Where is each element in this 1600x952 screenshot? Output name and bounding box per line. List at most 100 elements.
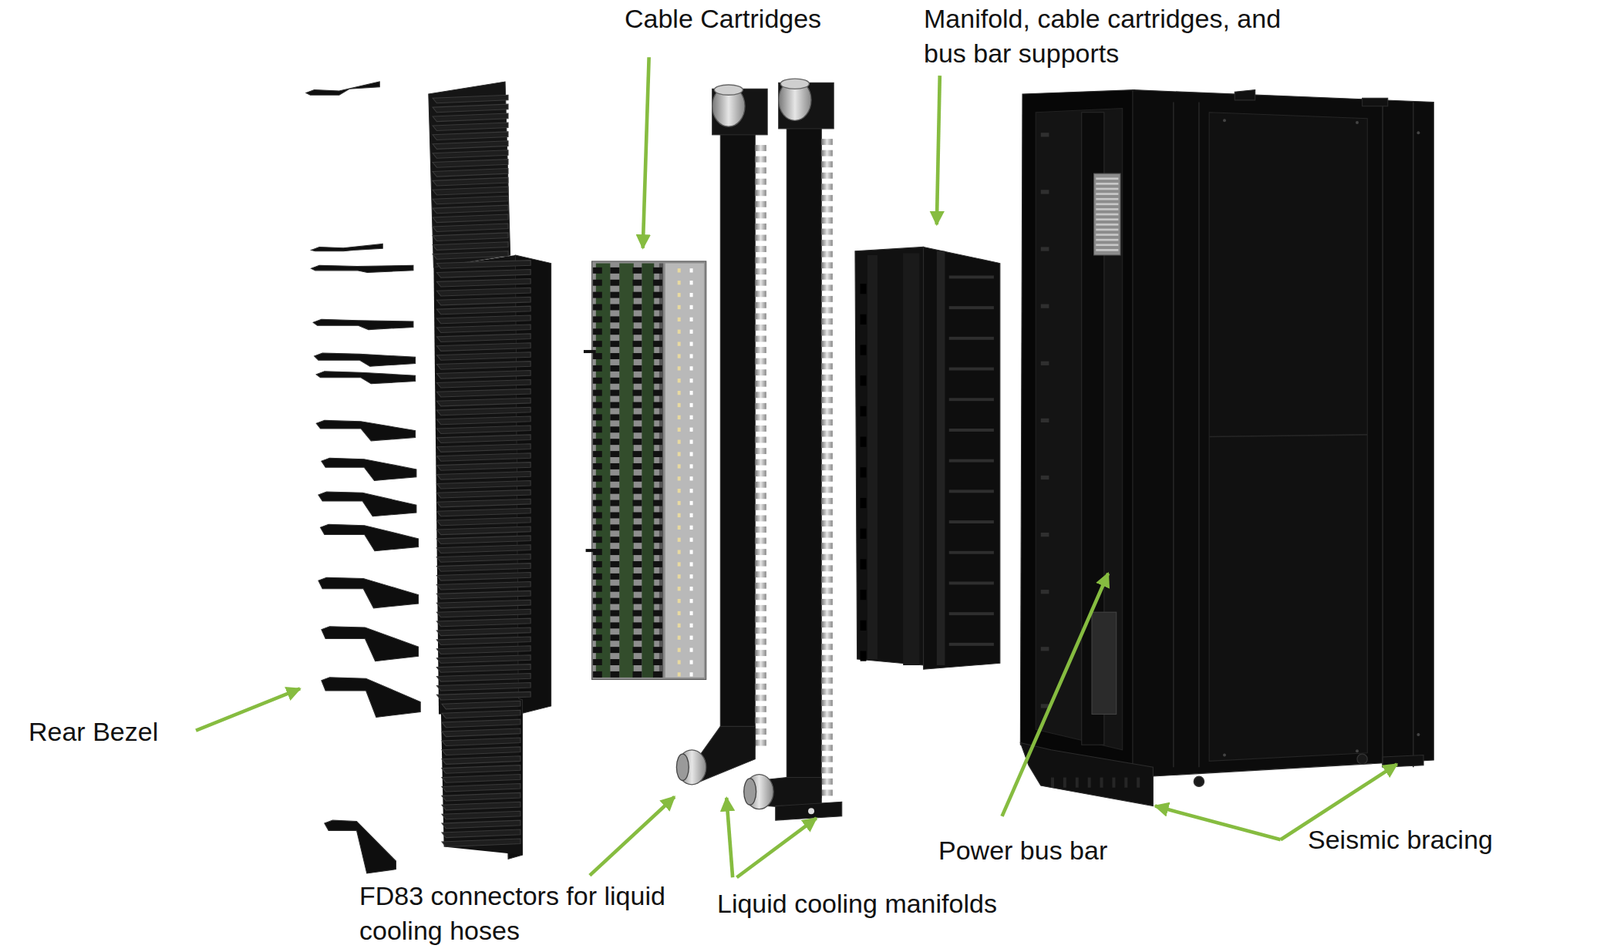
cartridge-connector — [609, 536, 620, 543]
cartridge-pin — [677, 451, 681, 456]
manifold-nozzle — [821, 318, 833, 325]
manifold-nozzle — [754, 201, 767, 208]
rack-rail-hole — [1040, 475, 1050, 480]
bezel-piece — [324, 820, 397, 874]
bezel-fin — [432, 113, 509, 122]
cartridge-connector — [632, 267, 642, 274]
cartridge-pin — [690, 525, 694, 530]
rack-heatsink-fin — [1095, 213, 1119, 216]
cartridge-pin — [677, 636, 681, 640]
bezel-fin — [436, 590, 531, 600]
bezel-fin — [441, 747, 521, 756]
cartridge-connector — [609, 610, 620, 617]
cartridge-connector — [609, 463, 620, 470]
cartridge-pin — [677, 599, 681, 603]
callout-label: Cable Cartridges — [624, 1, 822, 37]
bezel-fin — [436, 416, 531, 425]
fd83-connector — [676, 754, 689, 781]
manifold-nozzle — [821, 565, 833, 572]
manifold-nozzle — [754, 336, 767, 343]
cartridge-pin — [690, 440, 694, 445]
cartridge-connector — [653, 610, 663, 617]
bezel-fin — [436, 269, 531, 279]
bezel-fin — [432, 141, 509, 150]
cartridge-connector — [592, 426, 603, 433]
cartridge-connector — [632, 438, 642, 445]
bracing-rib — [1136, 778, 1140, 789]
cartridge-connector — [592, 671, 603, 678]
cartridge-pin — [677, 341, 681, 346]
manifold-nozzle — [754, 414, 767, 421]
cartridge-connector — [653, 292, 663, 299]
bezel-fin — [432, 232, 509, 242]
bezel-fin — [432, 159, 509, 169]
cartridge-connector — [609, 438, 620, 445]
manifold-nozzle — [821, 475, 833, 482]
bezel-fin — [432, 131, 509, 141]
callout-label: Rear Bezel — [28, 714, 159, 750]
manifold-nozzle — [754, 324, 767, 331]
cartridge-connector — [609, 304, 620, 311]
manifold-nozzle — [754, 380, 767, 388]
cartridge-pin — [677, 366, 681, 371]
bezel-fin — [436, 306, 531, 315]
manifold-nozzle — [754, 257, 767, 264]
cartridge-connector — [653, 377, 663, 384]
manifold-nozzle — [821, 229, 833, 236]
support-slot — [860, 528, 867, 539]
manifold-supports — [855, 246, 1001, 670]
cartridge-connector — [592, 659, 603, 666]
support-panel — [923, 246, 1001, 670]
bezel-fin — [436, 545, 531, 554]
bezel-piece — [320, 524, 419, 551]
manifold-nozzle — [821, 744, 833, 752]
cartridge-connector — [609, 267, 620, 274]
cartridge-pin — [690, 451, 694, 456]
manifold-nozzle — [754, 223, 767, 230]
bezel-fin — [436, 324, 531, 334]
rear-bezel-pieces — [306, 81, 421, 874]
cartridge-connector — [592, 622, 603, 629]
manifold-nozzle — [754, 560, 767, 567]
leader-arrow — [1155, 806, 1281, 841]
bezel-fin — [436, 489, 531, 499]
cartridge-pin — [677, 660, 681, 664]
manifold-nozzle — [754, 437, 767, 444]
support-slot — [949, 489, 994, 493]
bezel-fin — [436, 434, 531, 444]
cartridge-connector — [632, 279, 642, 287]
manifold-nozzle — [754, 504, 767, 511]
bezel-fin — [441, 820, 521, 829]
manifold-nozzle — [821, 205, 833, 213]
bracing-rib — [1050, 778, 1055, 789]
cartridge-connector — [632, 500, 642, 507]
support-slot — [949, 428, 994, 432]
manifold-nozzle — [821, 532, 833, 539]
manifold-nozzle — [821, 273, 833, 280]
cartridge-pin — [690, 647, 694, 652]
rack-heatsink-fin — [1095, 198, 1119, 201]
cartridge-pin — [677, 501, 681, 506]
cartridge-connector — [632, 316, 642, 323]
bezel-fin — [441, 792, 521, 802]
cartridge-connector — [609, 402, 620, 409]
panel-screw — [1416, 733, 1420, 737]
manifold-nozzle — [821, 172, 833, 179]
cartridge-connector — [632, 512, 642, 519]
manifold-nozzle — [821, 688, 833, 695]
bezel-fin — [436, 517, 531, 526]
rack-side-panel — [1132, 90, 1434, 779]
bezel-fin — [432, 177, 509, 186]
cartridge-connector — [609, 586, 620, 593]
rack-heatsink-fin — [1095, 182, 1119, 186]
bezel-fin — [441, 783, 521, 792]
bezel-fin — [441, 737, 521, 747]
cartridge-connector — [609, 328, 620, 335]
bezel-fin — [441, 728, 521, 738]
cartridge-connector — [592, 340, 603, 347]
manifold-nozzle — [821, 767, 833, 774]
cartridge-connector — [632, 671, 642, 678]
bracing-rib — [1075, 778, 1079, 789]
bezel-fin — [436, 296, 531, 306]
cartridge-pin — [677, 353, 681, 358]
